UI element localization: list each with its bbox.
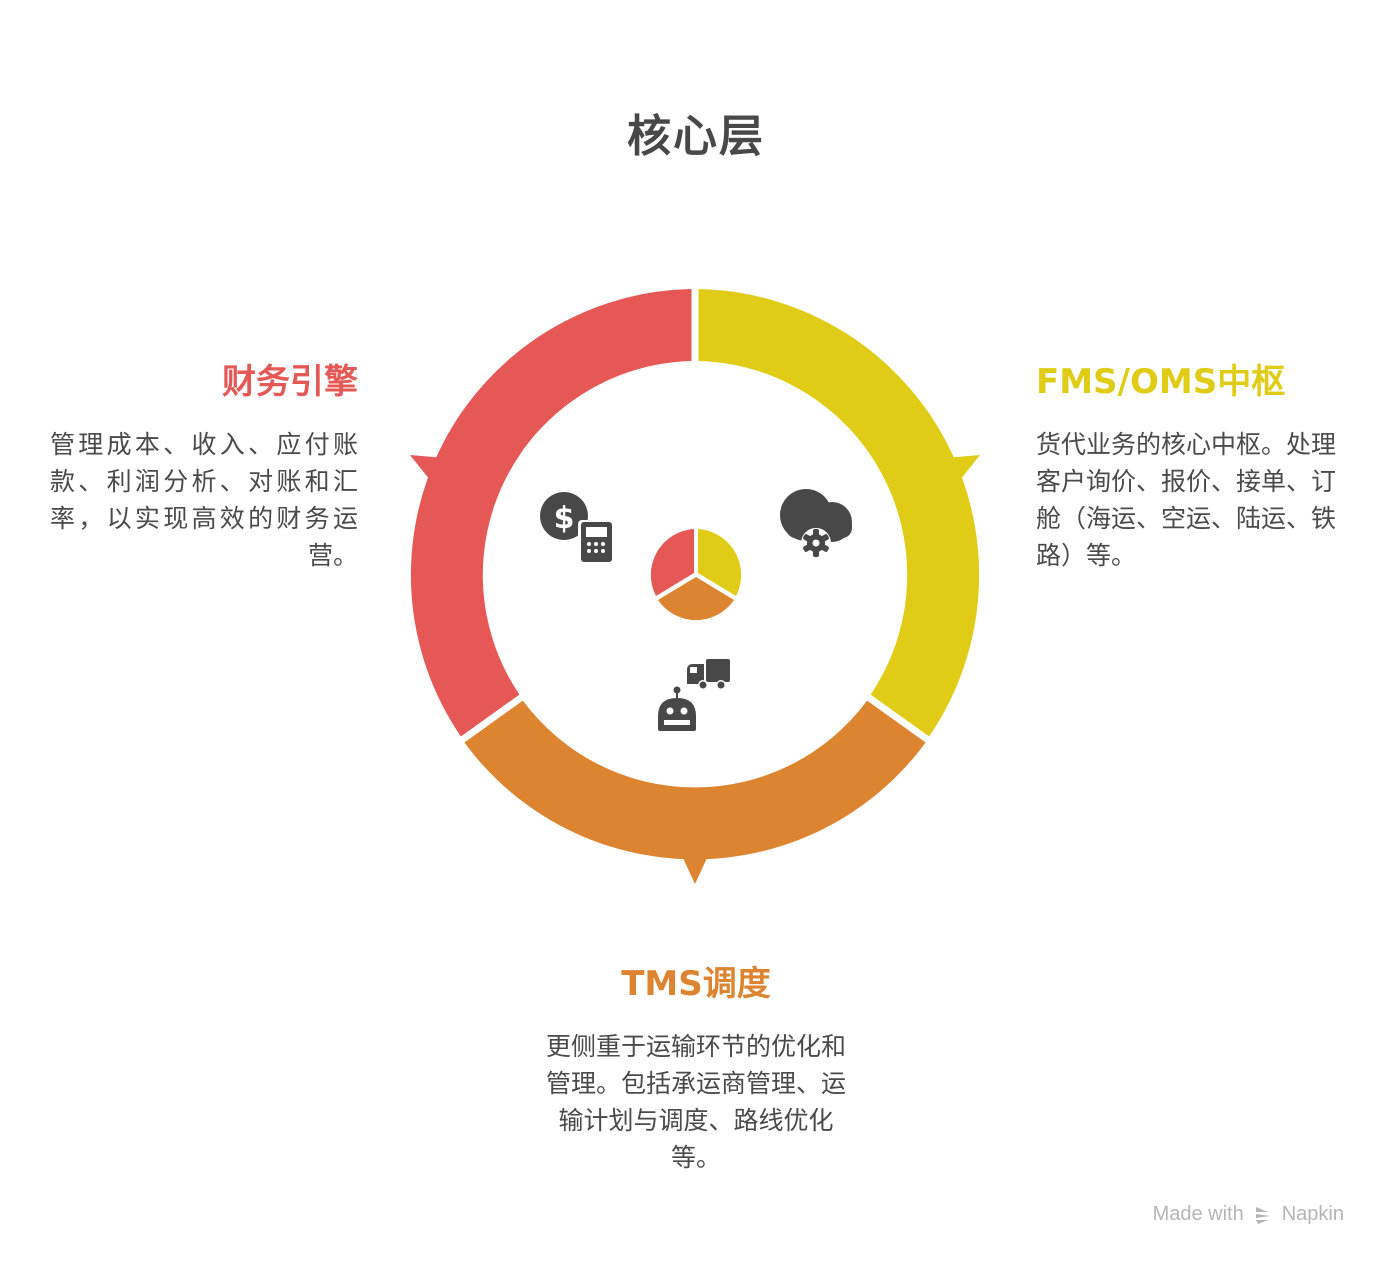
section-tms-heading: TMS调度 — [621, 964, 771, 1004]
napkin-brand-label: Napkin — [1281, 1203, 1344, 1225]
cloud-gear-icon — [780, 489, 852, 558]
dollar-calculator-icon: $ — [540, 492, 614, 564]
section-tms: TMS调度 更侧重于运输环节的优化和管理。包括承运商管理、运输计划与调度、路线优… — [540, 962, 852, 1176]
ring-segment-fms — [698, 289, 980, 737]
svg-text:$: $ — [554, 501, 575, 536]
section-tms-body: 更侧重于运输环节的优化和管理。包括承运商管理、运输计划与调度、路线优化等。 — [545, 1032, 846, 1172]
napkin-logo-icon — [1255, 1206, 1270, 1224]
section-fms: FMS/OMS中枢 货代业务的核心中枢。处理客户询价、报价、接单、订舱（海运、空… — [1036, 360, 1346, 574]
section-finance-body: 管理成本、收入、应付账款、利润分析、对账和汇率，以实现高效的财务运营。 — [50, 430, 358, 570]
section-finance-heading: 财务引擎 — [222, 362, 358, 402]
ring-segment-finance — [410, 289, 692, 737]
page-title: 核心层 — [627, 111, 765, 162]
made-with-label: Made with — [1152, 1203, 1244, 1225]
section-finance: 财务引擎 管理成本、收入、应付账款、利润分析、对账和汇率，以实现高效的财务运营。 — [50, 360, 358, 574]
truck-robot-icon — [658, 659, 730, 731]
ring-segment-tms — [464, 700, 926, 884]
section-fms-body: 货代业务的核心中枢。处理客户询价、报价、接单、订舱（海运、空运、陆运、铁路）等。 — [1036, 430, 1337, 570]
pie-chart-icon — [650, 529, 742, 621]
made-with-napkin-badge[interactable]: Made with Napkin — [1153, 1203, 1344, 1226]
section-fms-heading: FMS/OMS中枢 — [1036, 362, 1286, 402]
